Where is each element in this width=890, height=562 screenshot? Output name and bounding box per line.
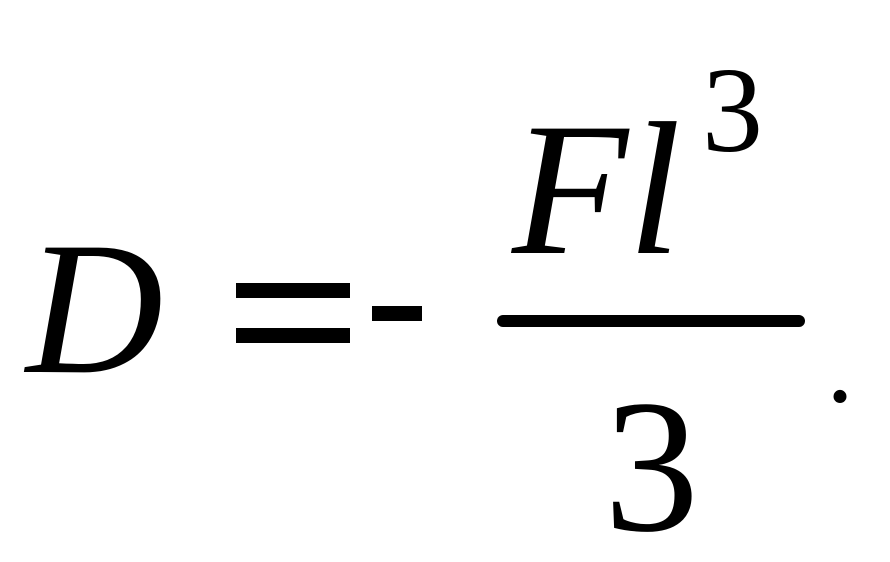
fraction-bar: [497, 315, 805, 327]
numerator-exponent: 3: [702, 43, 763, 178]
equals-sign-top-bar: [236, 283, 350, 298]
equals-sign-bottom-bar: [236, 328, 350, 343]
fraction-numerator: Fl: [512, 85, 681, 295]
minus-sign: [372, 306, 422, 321]
terminating-period: .: [830, 332, 850, 420]
lhs-variable: D: [26, 204, 164, 414]
fraction-denominator: 3: [604, 362, 699, 562]
